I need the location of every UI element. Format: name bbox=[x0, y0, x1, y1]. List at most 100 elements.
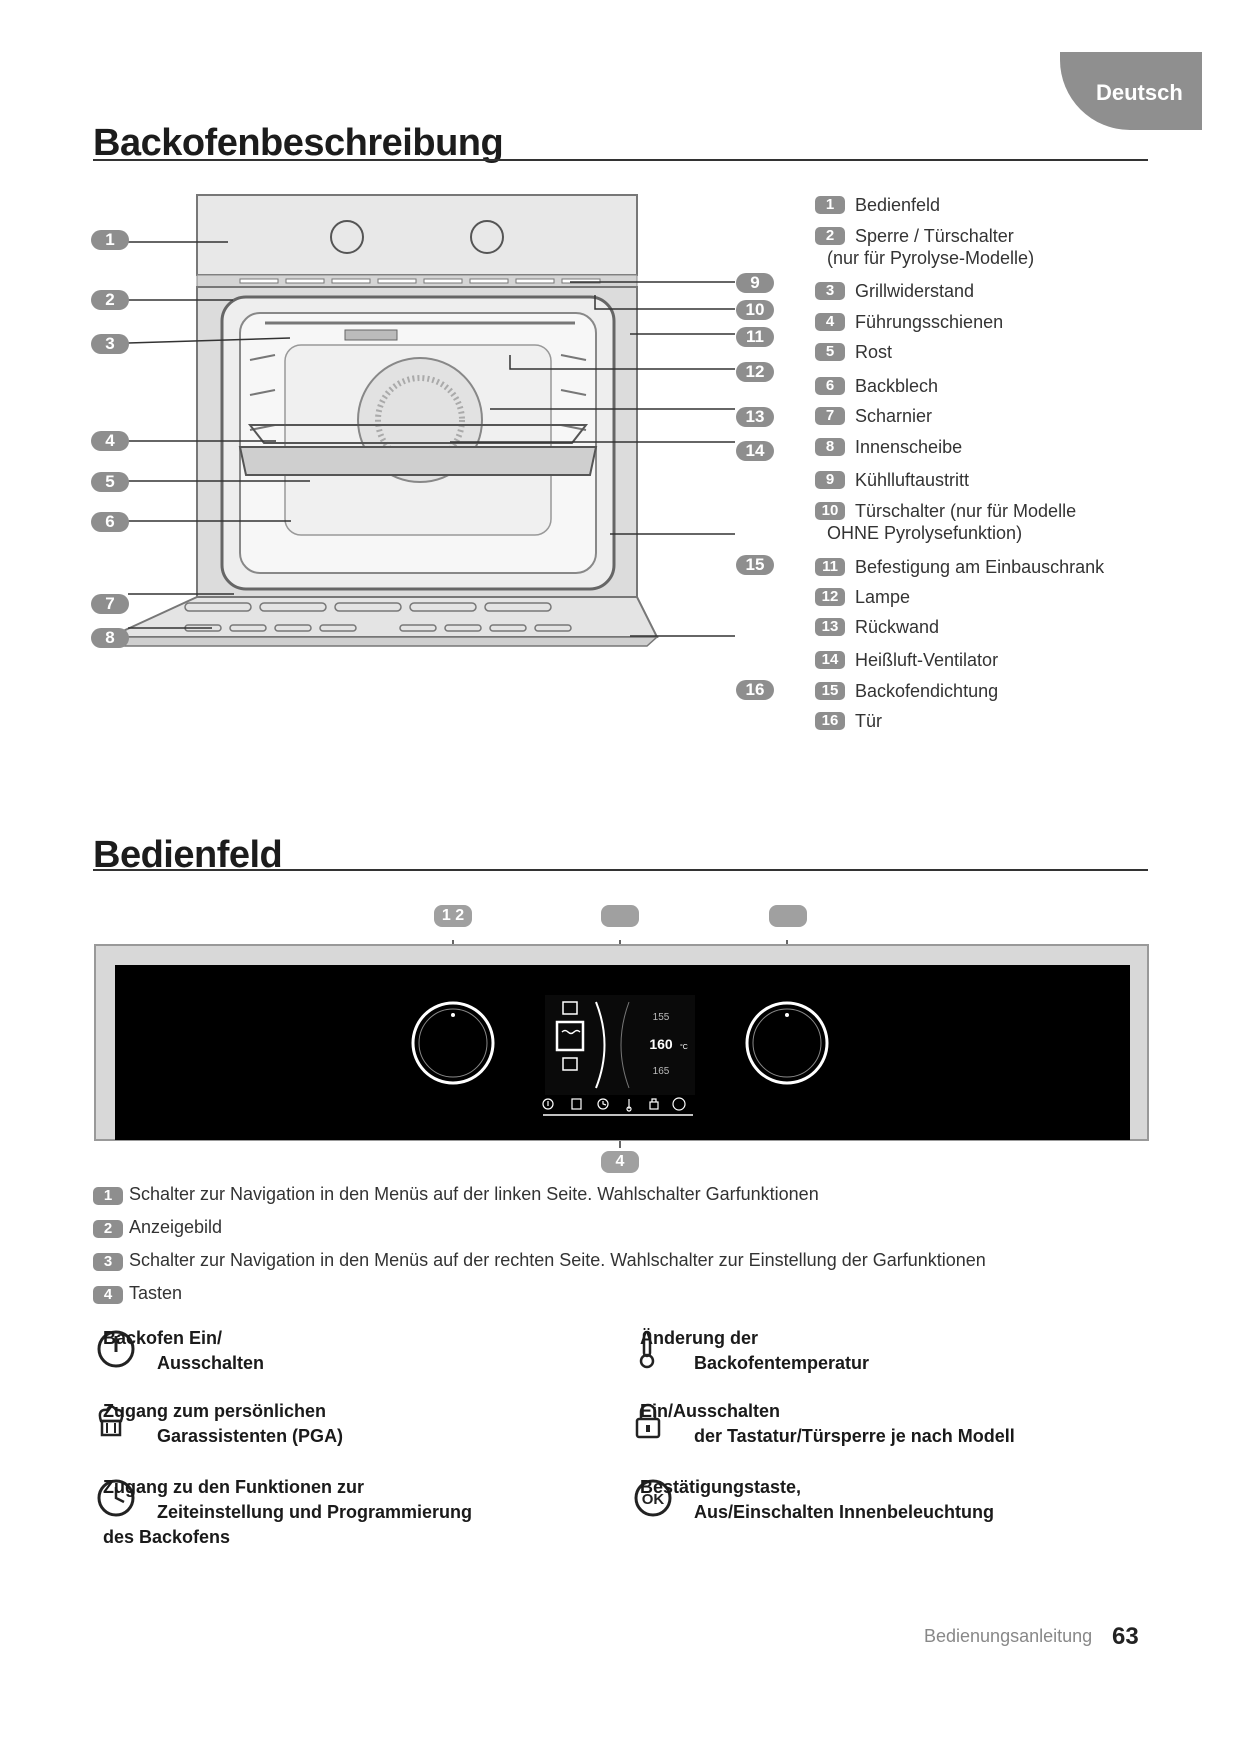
legend-text: Sperre / Türschalter bbox=[855, 226, 1014, 246]
display-temp-unit: °C bbox=[680, 1043, 688, 1051]
key-line-1: Zugang zu den Funktionen zur bbox=[103, 1477, 364, 1497]
display-temp-current: 160 bbox=[649, 1036, 673, 1052]
oven-control-panel bbox=[196, 194, 638, 276]
callout-8: 8 bbox=[91, 628, 129, 648]
legend-number: 2 bbox=[815, 227, 845, 245]
key-line-2: Aus/Einschalten Innenbeleuchtung bbox=[694, 1502, 995, 1522]
legend-number: 3 bbox=[815, 282, 845, 300]
legend-number: 3 bbox=[93, 1253, 123, 1271]
callout-1: 1 bbox=[91, 230, 129, 250]
ok-icon: OK bbox=[634, 1479, 672, 1517]
power-icon bbox=[97, 1330, 135, 1368]
key-line-2: der Tastatur/Türsperre je nach Modell bbox=[694, 1426, 1015, 1446]
leader-lines-right bbox=[450, 281, 735, 637]
legend-item: 7 Scharnier bbox=[815, 405, 932, 427]
legend-number: 4 bbox=[93, 1286, 123, 1304]
legend-text: Heißluft-Ventilator bbox=[855, 650, 999, 670]
page-number: 63 bbox=[1112, 1623, 1139, 1650]
legend-text: Türschalter (nur für Modelle bbox=[855, 501, 1077, 521]
legend-item: 1 Bedienfeld bbox=[815, 194, 940, 216]
leader-lines-left bbox=[127, 241, 310, 629]
left-knob bbox=[411, 1001, 495, 1085]
display-temp-lower: 165 bbox=[653, 1066, 670, 1077]
key-line-1: Zugang zum persönlichen bbox=[103, 1401, 327, 1421]
oven-diagram bbox=[108, 194, 735, 647]
legend-item: 4 Führungsschienen bbox=[815, 311, 1003, 333]
chef-hat-icon bbox=[98, 1405, 124, 1437]
legend-number: 1 bbox=[93, 1187, 123, 1205]
panel-buttons bbox=[542, 1097, 686, 1112]
callout-12: 12 bbox=[736, 362, 774, 382]
callout-9: 9 bbox=[736, 273, 774, 293]
footer-label: Bedienungsanleitung bbox=[924, 1626, 1093, 1646]
panel-callout-4: 4 bbox=[601, 1151, 639, 1173]
legend-item: 9 Kühlluftaustritt bbox=[815, 469, 969, 491]
key-ok: OK Bestätigungstaste, Aus/Einschalten In… bbox=[634, 1475, 1140, 1525]
legend-number: 2 bbox=[93, 1220, 123, 1238]
callout-3: 3 bbox=[91, 334, 129, 354]
legend-number: 12 bbox=[815, 588, 845, 606]
legend-number: 9 bbox=[815, 471, 845, 489]
key-line-2: Ausschalten bbox=[157, 1353, 265, 1373]
legend-text: Schalter zur Navigation in den Menüs auf… bbox=[129, 1184, 819, 1204]
callout-7: 7 bbox=[91, 594, 129, 614]
legend-text: Rost bbox=[855, 342, 893, 362]
legend-number: 15 bbox=[815, 682, 845, 700]
key-clock: Zugang zu den Funktionen zur Zeiteinstel… bbox=[97, 1475, 603, 1550]
oven-tray bbox=[238, 446, 598, 476]
oven-knob-left bbox=[330, 220, 364, 254]
legend-text: Tür bbox=[855, 711, 882, 731]
panel-legend-item: 1 Schalter zur Navigation in den Menüs au… bbox=[93, 1183, 819, 1205]
key-lock: Ein/Ausschalten der Tastatur/Türsperre j… bbox=[635, 1399, 1140, 1449]
key-line-1: Änderung der bbox=[640, 1328, 759, 1348]
legend-text: Grillwiderstand bbox=[855, 281, 975, 301]
key-line-2: Garassistenten (PGA) bbox=[157, 1426, 344, 1446]
callout-13: 13 bbox=[736, 407, 774, 427]
legend-text: Kühlluftaustritt bbox=[855, 470, 970, 490]
key-line-1: Backofen Ein/ bbox=[103, 1328, 223, 1348]
key-line-1: Bestätigungstaste, bbox=[640, 1477, 802, 1497]
legend-text: Scharnier bbox=[855, 406, 933, 426]
legend-text: Führungsschienen bbox=[855, 312, 1004, 332]
clock-icon bbox=[97, 1479, 135, 1517]
lock-icon bbox=[635, 1403, 661, 1439]
legend-text: Backofendichtung bbox=[855, 681, 999, 701]
legend-item: 15 Backofendichtung bbox=[815, 680, 998, 702]
key-line-1: Ein/Ausschalten bbox=[640, 1401, 781, 1421]
control-panel-drawing: 155 160 °C 165 bbox=[94, 940, 1149, 1148]
legend-text: Bedienfeld bbox=[855, 195, 941, 215]
legend-number: 7 bbox=[815, 407, 845, 425]
title-rule bbox=[93, 159, 1148, 161]
display-screen bbox=[545, 995, 695, 1095]
key-pga: Zugang zum persönlichen Garassistenten (… bbox=[98, 1399, 583, 1449]
display-temp-upper: 155 bbox=[653, 1012, 670, 1023]
legend-subtext: OHNE Pyrolysefunktion) bbox=[827, 523, 1023, 543]
legend-number: 4 bbox=[815, 313, 845, 331]
callout-14: 14 bbox=[736, 441, 774, 461]
legend-number: 14 bbox=[815, 651, 845, 669]
key-line-3: des Backofens bbox=[103, 1527, 231, 1547]
oven-rack bbox=[247, 424, 589, 444]
callout-5: 5 bbox=[91, 472, 129, 492]
callout-6: 6 bbox=[91, 512, 129, 532]
legend-number: 13 bbox=[815, 618, 845, 636]
legend-number: 10 bbox=[815, 502, 845, 520]
legend-number: 8 bbox=[815, 438, 845, 456]
display-mode-icons bbox=[555, 1001, 585, 1071]
callout-10: 10 bbox=[736, 300, 774, 320]
panel-callout-1-2: 1 2 bbox=[434, 905, 472, 927]
oven-knob-right bbox=[470, 220, 504, 254]
legend-number: 1 bbox=[815, 196, 845, 214]
callout-11: 11 bbox=[736, 327, 774, 347]
